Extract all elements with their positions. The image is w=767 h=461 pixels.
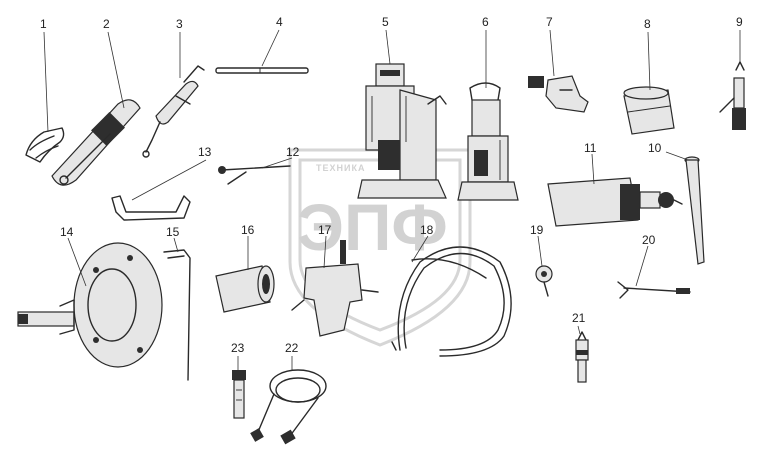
part-19-ring xyxy=(535,265,553,297)
callout-14: 14 xyxy=(60,225,74,239)
watermark-arc-text: ТЕХНИКА xyxy=(316,163,365,173)
callout-12: 12 xyxy=(286,145,300,159)
callout-2: 2 xyxy=(103,17,110,31)
callout-16: 16 xyxy=(241,223,255,237)
callout-3: 3 xyxy=(176,17,183,31)
part-21-nipple xyxy=(575,331,589,383)
callout-23: 23 xyxy=(231,341,245,355)
watermark-logo-text: ЭПФ xyxy=(297,190,448,264)
callout-1: 1 xyxy=(40,17,47,31)
part-13-crank-handle xyxy=(111,195,191,221)
part-5-hydraulic-jack xyxy=(357,63,447,199)
callout-10: 10 xyxy=(648,141,662,155)
part-16-socket xyxy=(215,265,275,313)
part-20-pressure-gauge xyxy=(617,281,691,299)
part-7-clamp xyxy=(528,75,589,113)
part-23-bolt xyxy=(232,370,246,419)
callout-5: 5 xyxy=(382,15,389,29)
part-8-filter-cup xyxy=(623,86,675,135)
callout-6: 6 xyxy=(482,15,489,29)
callout-11: 11 xyxy=(584,141,597,155)
part-9-tyre-valve xyxy=(719,61,746,130)
part-15-hex-key xyxy=(163,249,191,381)
part-10-rod xyxy=(684,156,705,265)
callout-13: 13 xyxy=(198,145,212,159)
callout-labels: 1 2 3 4 5 6 7 8 9 10 11 12 13 14 15 16 1… xyxy=(40,15,743,355)
part-17-bracket xyxy=(291,240,379,337)
callout-22: 22 xyxy=(285,341,299,355)
part-1-tyre-lever xyxy=(25,127,65,163)
callout-15: 15 xyxy=(166,225,180,239)
callout-4: 4 xyxy=(276,15,283,29)
callout-17: 17 xyxy=(318,223,332,237)
part-6-bottle-jack xyxy=(457,82,519,201)
callout-19: 19 xyxy=(530,223,544,237)
callout-18: 18 xyxy=(420,223,434,237)
leader-lines xyxy=(43,29,741,370)
part-11-pump xyxy=(547,177,683,227)
callout-9: 9 xyxy=(736,15,743,29)
part-2-puller xyxy=(51,99,141,186)
callout-8: 8 xyxy=(644,17,651,31)
callout-7: 7 xyxy=(546,15,553,29)
watermark-logo: ТЕХНИКА ЭПФ xyxy=(288,148,472,347)
callout-20: 20 xyxy=(642,233,656,247)
part-3-grease-gun xyxy=(142,65,205,158)
part-14-wheel-hub xyxy=(17,242,163,368)
part-22-cable xyxy=(250,369,327,445)
part-4-rod xyxy=(215,67,309,74)
callout-21: 21 xyxy=(572,311,586,325)
part-18-hose xyxy=(391,246,512,357)
part-12-wrench xyxy=(218,165,291,185)
